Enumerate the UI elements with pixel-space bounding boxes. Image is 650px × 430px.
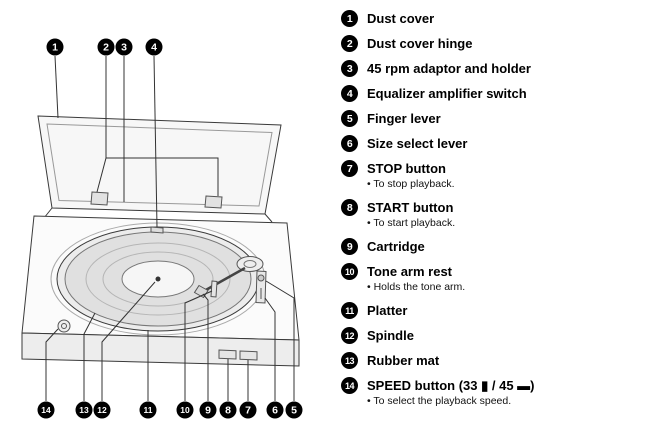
callout-number: 6 bbox=[272, 405, 278, 417]
callout-badge-13: 13 bbox=[75, 401, 93, 419]
callout-number: 1 bbox=[52, 42, 58, 54]
callout-badge-3: 3 bbox=[115, 38, 133, 56]
turntable-diagram: 1 2 3 4 14 bbox=[21, 38, 303, 419]
start-button-drawing bbox=[218, 349, 237, 360]
legend-item: 14 SPEED button (33 ▮ / 45 ▬) • To selec… bbox=[341, 377, 644, 408]
legend-item: 11 Platter bbox=[341, 302, 644, 319]
tone-arm-drawing bbox=[193, 256, 267, 304]
item-number-badge: 3 bbox=[341, 60, 358, 77]
callout-badge-7: 7 bbox=[239, 401, 257, 419]
callout-number: 8 bbox=[225, 405, 231, 417]
turntable-line-art: 1 2 3 4 14 bbox=[21, 38, 303, 419]
part-label: STOP button bbox=[367, 161, 446, 176]
item-number-badge: 1 bbox=[341, 10, 358, 27]
legend-item: 6 Size select lever bbox=[341, 135, 644, 152]
legend-item: 13 Rubber mat bbox=[341, 352, 644, 369]
part-label: Finger lever bbox=[367, 111, 441, 126]
part-label: Spindle bbox=[367, 328, 414, 343]
part-note: • To select the playback speed. bbox=[367, 395, 512, 407]
legend-item: 2 Dust cover hinge bbox=[341, 35, 644, 52]
legend-item: 10 Tone arm rest • Holds the tone arm. bbox=[341, 263, 644, 294]
legend-item: 1 Dust cover bbox=[341, 10, 644, 27]
legend-item: 3 45 rpm adaptor and holder bbox=[341, 60, 644, 77]
callout-badge-12: 12 bbox=[93, 401, 111, 419]
spindle-drawing bbox=[155, 276, 161, 282]
callout-number: 13 bbox=[79, 405, 89, 415]
callout-badge-1: 1 bbox=[46, 38, 64, 56]
callout-number: 14 bbox=[41, 405, 51, 415]
part-label: Equalizer amplifier switch bbox=[367, 86, 527, 101]
legend-item: 5 Finger lever bbox=[341, 110, 644, 127]
legend-item: 9 Cartridge bbox=[341, 238, 644, 255]
part-label: Tone arm rest bbox=[367, 264, 453, 279]
part-label: Cartridge bbox=[367, 239, 425, 254]
callout-number: 12 bbox=[97, 405, 107, 415]
part-label: Dust cover bbox=[367, 11, 435, 26]
finger-lever-drawing bbox=[257, 274, 265, 282]
item-number-badge: 9 bbox=[341, 238, 358, 255]
item-number-badge: 5 bbox=[341, 110, 358, 127]
parts-legend: 1 Dust cover 2 Dust cover hinge 3 45 rpm… bbox=[335, 0, 650, 430]
item-number-badge: 13 bbox=[341, 352, 358, 369]
callout-badge-4: 4 bbox=[145, 38, 163, 56]
callout-number: 3 bbox=[121, 42, 127, 54]
item-number-badge: 4 bbox=[341, 85, 358, 102]
item-number-badge: 11 bbox=[341, 302, 358, 319]
legend-item: 8 START button • To start playback. bbox=[341, 199, 644, 230]
platter-drawing bbox=[50, 222, 266, 336]
part-label: Rubber mat bbox=[367, 353, 440, 368]
legend-item: 12 Spindle bbox=[341, 327, 644, 344]
callout-badge-2: 2 bbox=[97, 38, 115, 56]
callout-badge-10: 10 bbox=[176, 401, 194, 419]
turntable-drawing bbox=[21, 115, 300, 367]
front-buttons-drawing bbox=[218, 349, 258, 361]
part-label: 45 rpm adaptor and holder bbox=[367, 61, 531, 76]
item-number-badge: 14 bbox=[341, 377, 358, 394]
tone-arm-rest-drawing bbox=[210, 280, 218, 298]
item-number-badge: 10 bbox=[341, 263, 358, 280]
callout-badge-5: 5 bbox=[285, 401, 303, 419]
callout-number: 2 bbox=[103, 42, 109, 54]
item-number-badge: 12 bbox=[341, 327, 358, 344]
callout-number: 11 bbox=[144, 405, 153, 415]
speed-button-drawing bbox=[57, 319, 71, 333]
callout-badge-9: 9 bbox=[199, 401, 217, 419]
item-number-badge: 7 bbox=[341, 160, 358, 177]
part-label: Dust cover hinge bbox=[367, 36, 473, 51]
callout-badge-11: 11 bbox=[139, 401, 157, 419]
part-note: • To stop playback. bbox=[367, 178, 455, 190]
legend-item: 7 STOP button • To stop playback. bbox=[341, 160, 644, 191]
part-label: Size select lever bbox=[367, 136, 468, 151]
legend-item: 4 Equalizer amplifier switch bbox=[341, 85, 644, 102]
item-number-badge: 6 bbox=[341, 135, 358, 152]
callout-number: 4 bbox=[151, 42, 157, 54]
callout-badge-8: 8 bbox=[219, 401, 237, 419]
item-number-badge: 2 bbox=[341, 35, 358, 52]
part-label: SPEED button (33 ▮ / 45 ▬) bbox=[367, 378, 535, 393]
callout-number: 9 bbox=[205, 405, 211, 417]
part-note: • To start playback. bbox=[367, 217, 456, 229]
callout-number: 5 bbox=[291, 405, 297, 417]
part-note: • Holds the tone arm. bbox=[367, 281, 466, 293]
stop-button-drawing bbox=[239, 350, 258, 361]
part-label: START button bbox=[367, 200, 454, 215]
callout-badge-14: 14 bbox=[37, 401, 55, 419]
dust-cover-drawing bbox=[37, 115, 282, 223]
callout-number: 7 bbox=[245, 405, 251, 417]
callout-number: 10 bbox=[180, 405, 190, 415]
callout-leader-lines bbox=[45, 55, 295, 401]
callout-badges: 1 2 3 4 14 bbox=[37, 38, 303, 419]
item-number-badge: 8 bbox=[341, 199, 358, 216]
part-label: Platter bbox=[367, 303, 408, 318]
equalizer-switch-drawing bbox=[150, 226, 164, 234]
callout-badge-6: 6 bbox=[266, 401, 284, 419]
